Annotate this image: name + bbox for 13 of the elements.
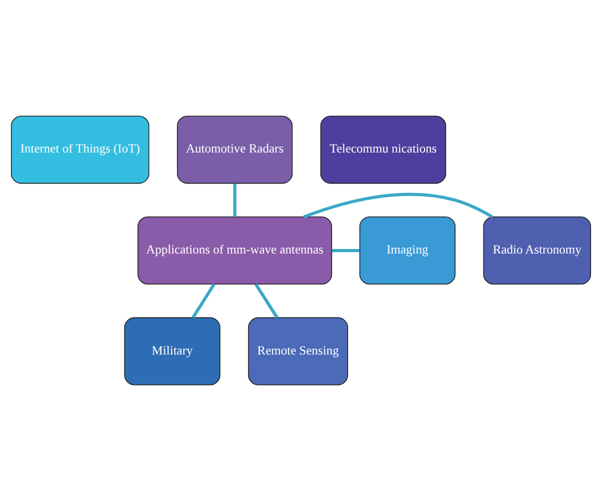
node-box: Radio Astronomy (483, 216, 592, 284)
connector (303, 192, 493, 218)
node-box: Remote Sensing (248, 316, 348, 385)
connector (233, 183, 236, 216)
connector (254, 282, 278, 318)
node-box: Applications of mm-wave antennas (138, 216, 332, 284)
node-box: Military (124, 316, 220, 385)
connector (192, 282, 216, 318)
node-box: Imaging (359, 216, 456, 284)
connector (332, 248, 360, 252)
node-box: Telecommu nications (320, 115, 446, 184)
node-box: Automotive Radars (176, 115, 293, 184)
node-box: Internet of Things (IoT) (10, 115, 150, 184)
